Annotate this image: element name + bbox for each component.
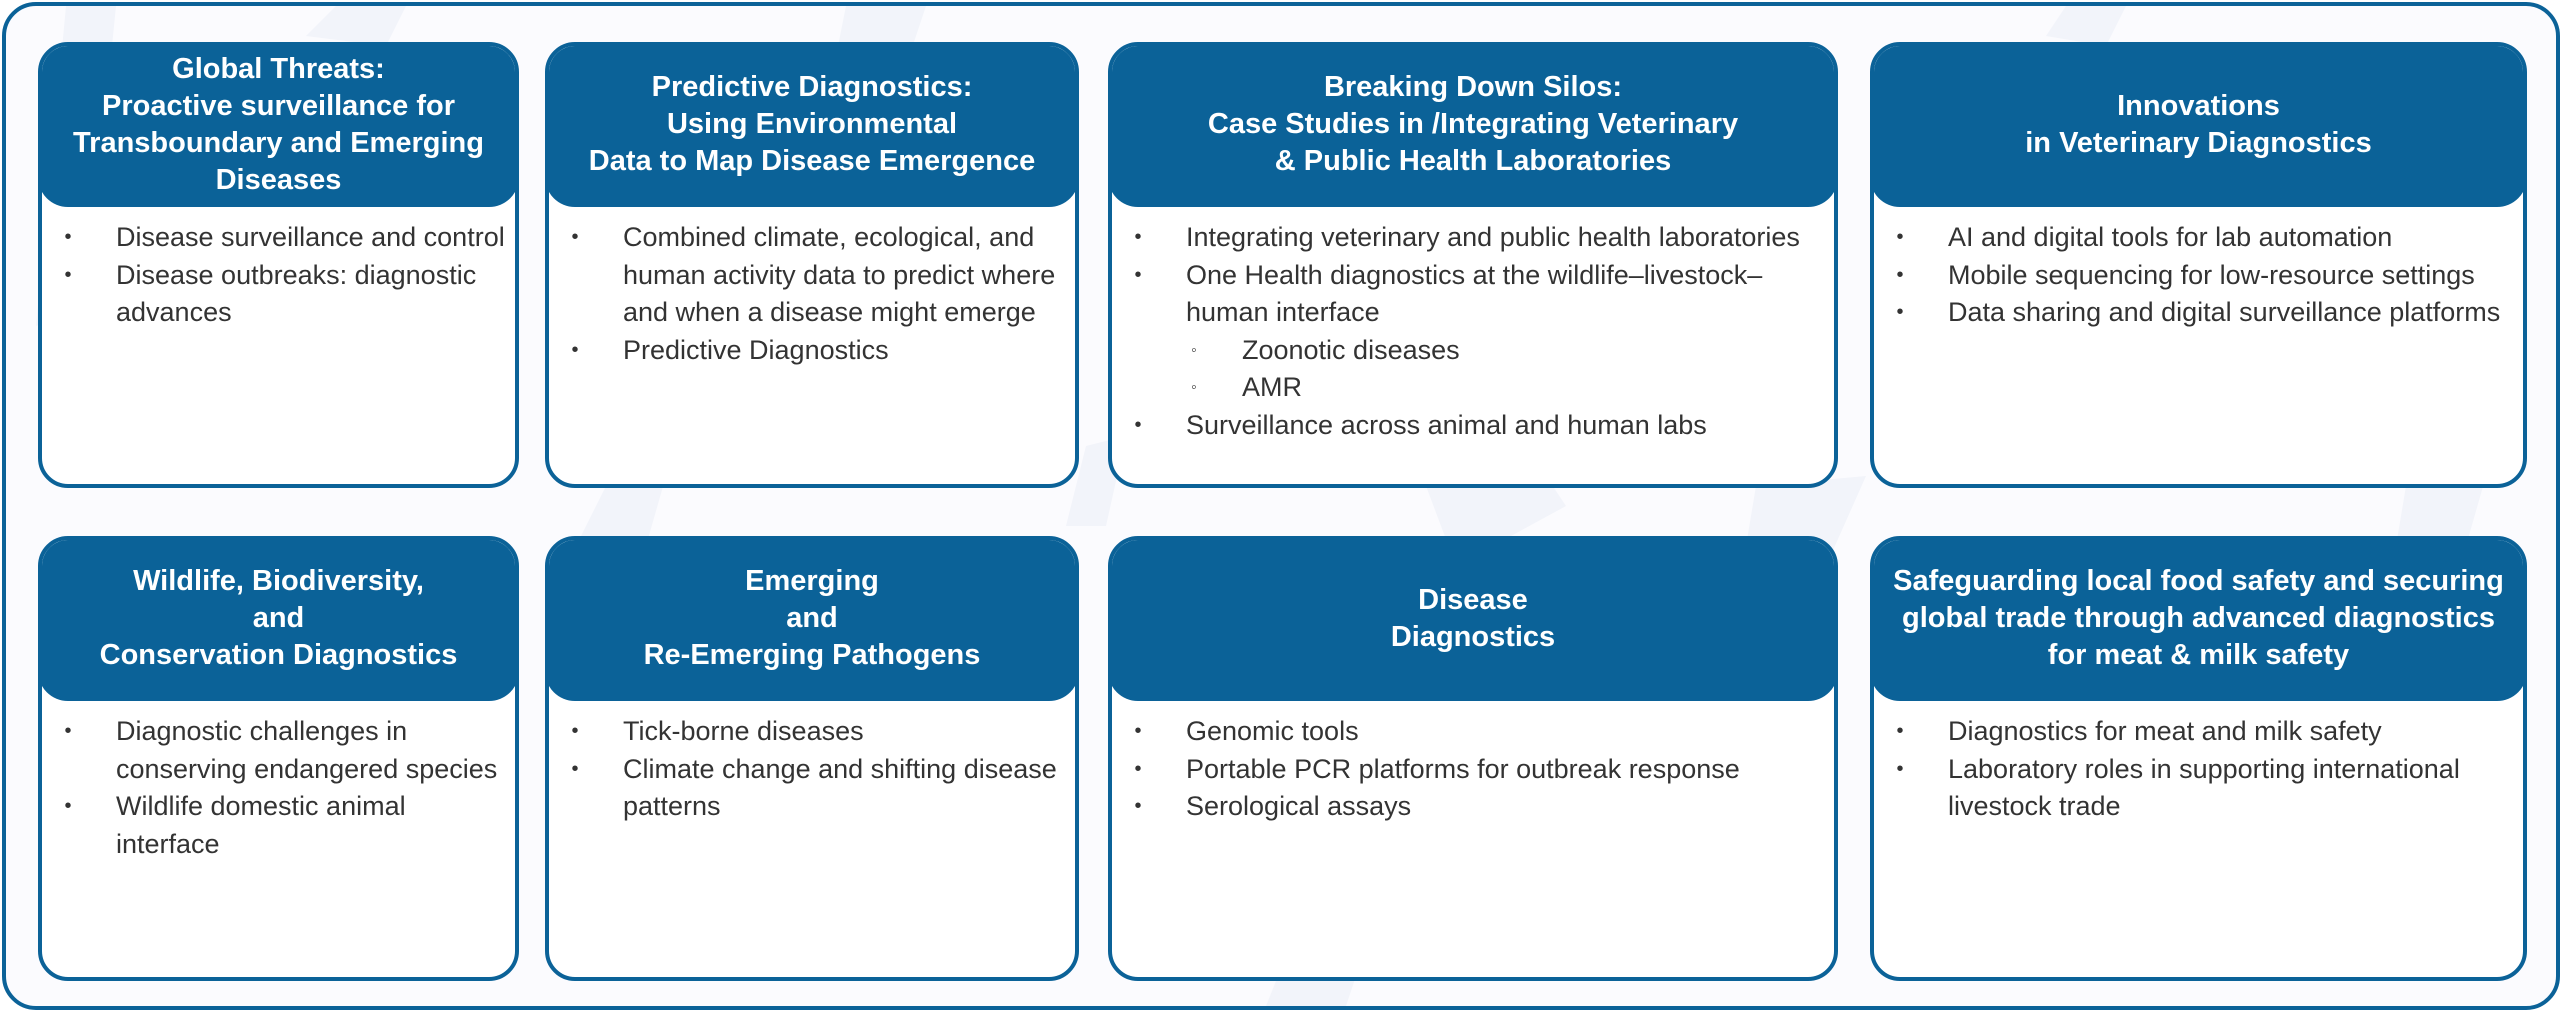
card-bullet-list: • Tick-borne diseases • Climate change and … [549, 701, 1075, 977]
card-bullet-list: • Disease surveillance and control • Diseas… [42, 207, 515, 484]
list-item-text: Integrating veterinary and public health… [1186, 222, 1800, 252]
bullet-icon: • [1134, 413, 1142, 436]
topic-card: Wildlife, Biodiversity, and Conservation… [38, 536, 519, 981]
card-title: Emerging and Re-Emerging Pathogens [549, 540, 1075, 701]
list-item-text: Laboratory roles in supporting internati… [1948, 753, 2460, 822]
list-item: • Climate change and shifting disease pat… [557, 751, 1067, 826]
bullet-icon: • [1896, 720, 1904, 742]
bullet-icon: • [1896, 226, 1904, 248]
list-item: • Wildlife domestic animal interface [50, 788, 507, 863]
card-title: Breaking Down Silos: Case Studies in /In… [1112, 46, 1834, 207]
bullet-icon: • [64, 226, 72, 248]
topic-card: Predictive Diagnostics: Using Environmen… [545, 42, 1079, 488]
topic-card: Global Threats: Proactive surveillance f… [38, 42, 519, 488]
list-item: • Laboratory roles in supporting internat… [1882, 751, 2515, 826]
topic-card: Innovations in Veterinary Diagnostics • AI… [1870, 42, 2527, 488]
list-item-text: Climate change and shifting disease patt… [623, 753, 1057, 822]
list-item-text: Diagnostic challenges in conserving enda… [116, 716, 498, 784]
hollow-bullet-icon: ◦ [1191, 341, 1197, 359]
card-bullet-list: • Genomic tools • Portable PCR platforms fo… [1112, 701, 1834, 977]
bullet-icon: • [1134, 795, 1142, 817]
card-title: Wildlife, Biodiversity, and Conservation… [42, 540, 515, 701]
card-title: Innovations in Veterinary Diagnostics [1874, 46, 2523, 207]
list-item: • Genomic tools [1120, 713, 1826, 751]
list-item-text: Genomic tools [1186, 716, 1359, 746]
list-item: • Data sharing and digital surveillance p… [1882, 294, 2515, 332]
list-item-text: Diagnostics for meat and milk safety [1948, 716, 2382, 746]
bullet-icon: • [1896, 263, 1904, 286]
card-bullet-list: • Diagnostics for meat and milk safety • La… [1874, 701, 2523, 977]
list-item-text: Disease surveillance and control [116, 222, 505, 252]
list-item-text: AMR [1242, 372, 1302, 402]
list-item: • Combined climate, ecological, and human… [557, 219, 1067, 332]
list-item-text: Mobile sequencing for low-resource setti… [1948, 259, 2475, 290]
list-item-text: One Health diagnostics at the wildlife–l… [1186, 259, 1763, 328]
bullet-icon: • [64, 720, 72, 742]
list-item-text: Predictive Diagnostics [623, 334, 889, 365]
bullet-icon: • [571, 226, 579, 248]
list-item: • Disease outbreaks: diagnostic advances [50, 257, 507, 332]
bullet-icon: • [571, 757, 579, 780]
list-item: • Tick-borne diseases [557, 713, 1067, 751]
bullet-icon: • [1134, 263, 1142, 286]
sub-list-item: ◦ Zoonotic diseases [1120, 332, 1826, 370]
card-bullet-list: • Diagnostic challenges in conserving end… [42, 701, 515, 977]
list-item-text: Data sharing and digital surveillance pl… [1948, 297, 2501, 327]
list-item: • Diagnostic challenges in conserving end… [50, 713, 507, 788]
list-item: • Diagnostics for meat and milk safety [1882, 713, 2515, 751]
list-item: • Disease surveillance and control [50, 219, 507, 257]
list-item: • AI and digital tools for lab automation [1882, 219, 2515, 257]
hollow-bullet-icon: ◦ [1191, 379, 1197, 396]
list-item-text: Disease outbreaks: diagnostic advances [116, 259, 477, 328]
card-bullet-list: • AI and digital tools for lab automation… [1874, 207, 2523, 484]
sub-list-item: ◦ AMR [1120, 369, 1826, 407]
topic-card: Disease Diagnostics • Genomic tools • Portab… [1108, 536, 1838, 981]
card-bullet-list: • Integrating veterinary and public healt… [1112, 207, 1834, 484]
list-item-text: Tick-borne diseases [623, 716, 864, 746]
list-item-text: Portable PCR platforms for outbreak resp… [1186, 753, 1740, 784]
topic-card: Emerging and Re-Emerging Pathogens • Tick-… [545, 536, 1079, 981]
list-item-text: Zoonotic diseases [1242, 334, 1460, 365]
card-bullet-list: • Combined climate, ecological, and human… [549, 207, 1075, 484]
bullet-icon: • [571, 338, 579, 361]
topic-card: Safeguarding local food safety and secur… [1870, 536, 2527, 981]
list-item-text: Wildlife domestic animal interface [116, 791, 406, 859]
card-title: Predictive Diagnostics: Using Environmen… [549, 46, 1075, 207]
list-item: • One Health diagnostics at the wildlife–… [1120, 257, 1826, 332]
list-item: • Portable PCR platforms for outbreak res… [1120, 751, 1826, 789]
bullet-icon: • [1896, 301, 1904, 323]
bullet-icon: • [1134, 226, 1142, 248]
bullet-icon: • [1134, 720, 1142, 742]
card-title: Disease Diagnostics [1112, 540, 1834, 701]
card-title: Global Threats: Proactive surveillance f… [42, 46, 515, 207]
bullet-icon: • [1896, 757, 1904, 780]
list-item: • Surveillance across animal and human la… [1120, 407, 1826, 445]
bullet-icon: • [64, 795, 72, 817]
bullet-icon: • [571, 720, 579, 742]
list-item: • Predictive Diagnostics [557, 332, 1067, 370]
list-item: • Integrating veterinary and public healt… [1120, 219, 1826, 257]
list-item-text: AI and digital tools for lab automation [1948, 222, 2393, 252]
topic-card: Breaking Down Silos: Case Studies in /In… [1108, 42, 1838, 488]
list-item: • Serological assays [1120, 788, 1826, 826]
list-item-text: Surveillance across animal and human lab… [1186, 409, 1707, 440]
card-title: Safeguarding local food safety and secur… [1874, 540, 2523, 701]
bullet-icon: • [64, 263, 72, 286]
bullet-icon: • [1134, 757, 1142, 780]
list-item-text: Combined climate, ecological, and human … [623, 222, 1056, 327]
list-item: • Mobile sequencing for low-resource sett… [1882, 257, 2515, 295]
list-item-text: Serological assays [1186, 791, 1412, 821]
